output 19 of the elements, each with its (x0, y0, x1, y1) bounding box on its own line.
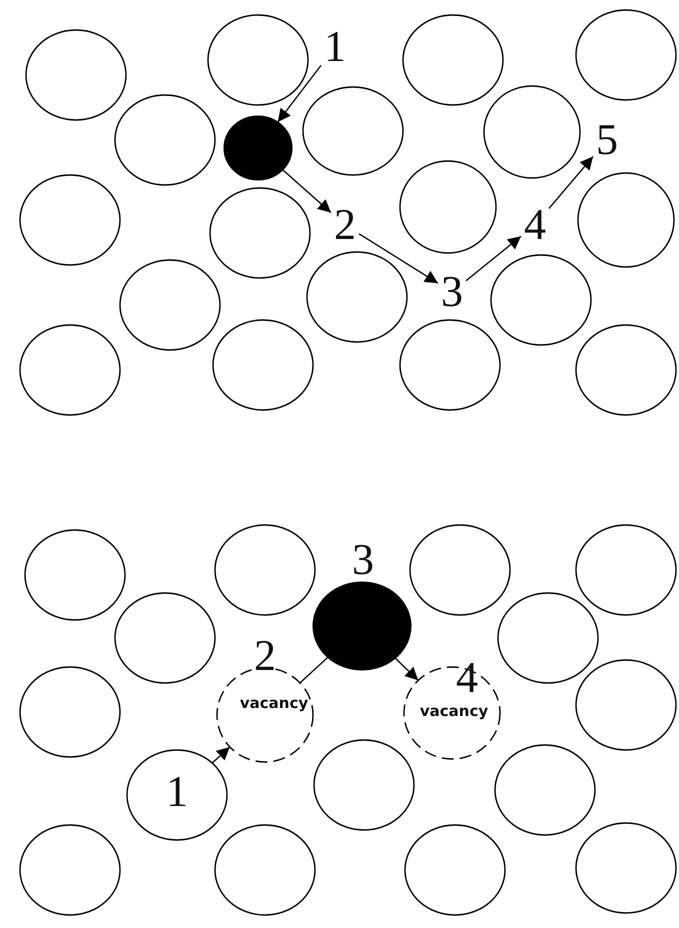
arrow (358, 233, 438, 284)
position-number: 1 (321, 25, 349, 69)
position-number: 4 (455, 656, 479, 700)
arrow (394, 658, 419, 681)
arrow (212, 746, 230, 764)
position-number: 3 (351, 538, 375, 582)
arrow (548, 156, 594, 209)
connector-line (300, 656, 328, 684)
vacancy-label: vacancy (418, 702, 490, 720)
position-number: 1 (165, 770, 189, 814)
position-number: 2 (253, 634, 277, 678)
arrow (277, 64, 322, 122)
position-number: 2 (331, 203, 359, 247)
position-number: 4 (521, 203, 549, 247)
position-number: 3 (438, 270, 466, 314)
vacancy-label: vacancy (238, 694, 310, 712)
arrow (282, 169, 332, 214)
position-number: 5 (593, 118, 621, 162)
arrow (466, 236, 522, 282)
